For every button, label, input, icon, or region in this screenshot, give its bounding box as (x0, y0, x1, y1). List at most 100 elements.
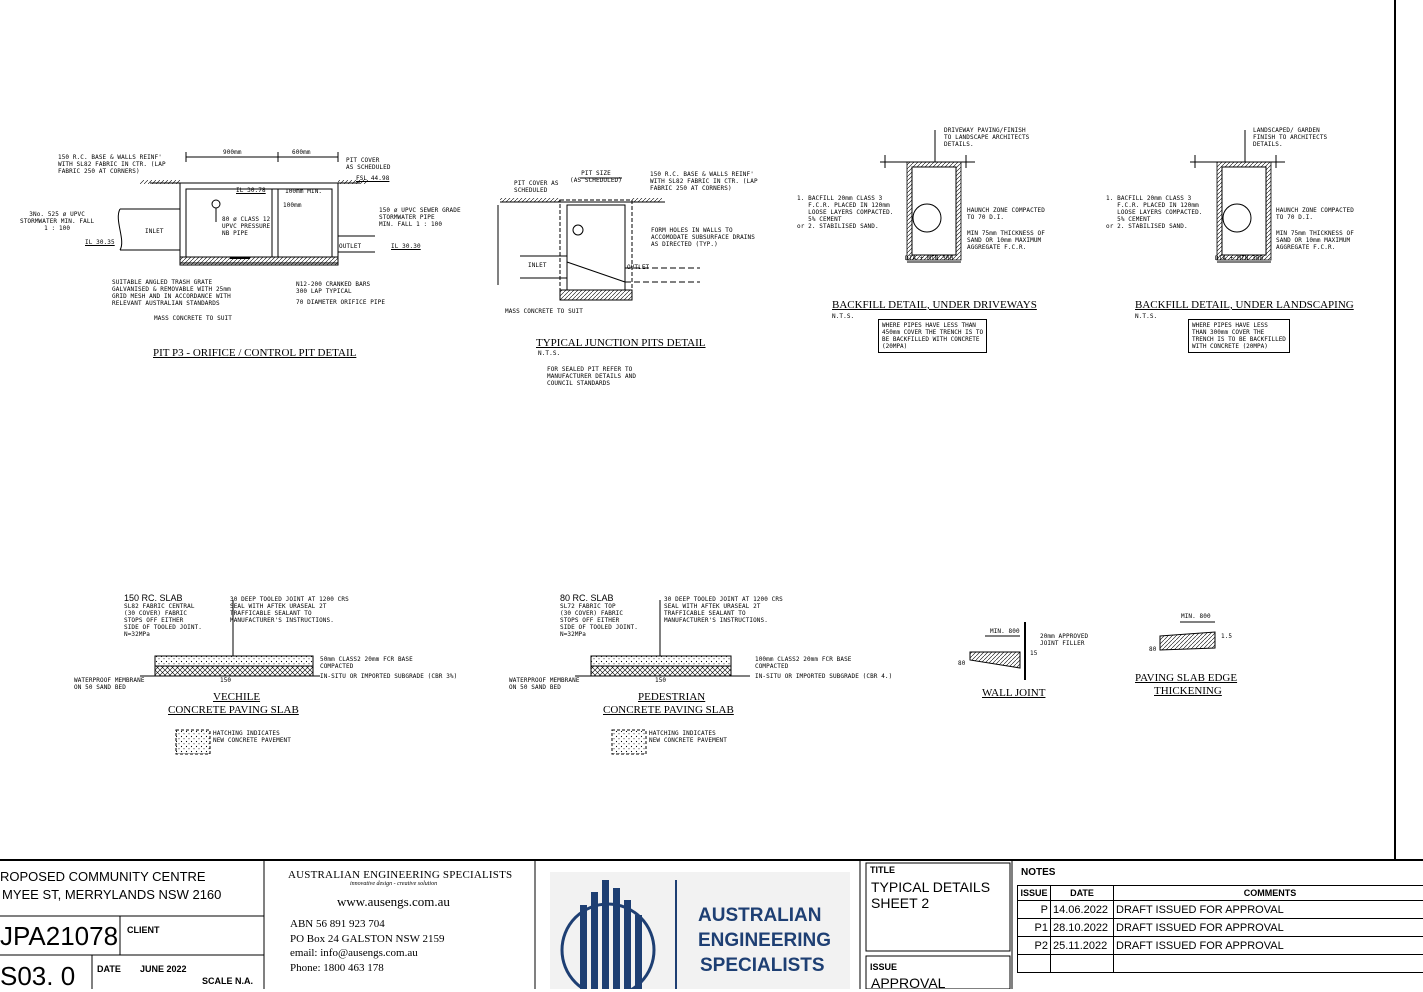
vechile-title-1: VECHILE (213, 691, 260, 703)
date-label: DATE (97, 964, 121, 974)
pit-il-3: IL 30.30 (391, 243, 421, 250)
company-tagline: innovative design - creative solution (350, 881, 437, 887)
junction-nts: N.T.S. (538, 350, 560, 357)
company-po-box: PO Box 24 GALSTON NSW 2159 (290, 933, 445, 945)
table-row: P1 28.10.2022 DRAFT ISSUED FOR APPROVAL (1018, 919, 1423, 937)
pit-class12-note: 80 ø CLASS 12 UPVC PRESSURE NB PIPE (222, 216, 270, 237)
backfill-landscaping-drawing (1190, 130, 1285, 262)
drive-box-note: WHERE PIPES HAVE LESS THAN 450mm COVER T… (878, 319, 987, 353)
land-top-note: LANDSCAPED/ GARDEN FINISH TO ARCHITECTS … (1253, 127, 1327, 148)
edge-min: MIN. 800 (1181, 613, 1211, 620)
drive-min75-note: MIN 75mm THICKNESS OF SAND OR 10mm MAXIM… (967, 230, 1045, 251)
title-label: TITLE (870, 865, 895, 875)
wall-joint-filler: 20mm APPROVED JOINT FILLER (1040, 633, 1088, 647)
company-name: AUSTRALIAN ENGINEERING SPECIALISTS (288, 869, 512, 881)
company-phone: Phone: 1800 463 178 (290, 962, 384, 974)
pit-il-1: IL 30.78 (236, 187, 266, 194)
land-haunch-note: HAUNCH ZONE COMPACTED TO 70 D.I. (1276, 207, 1354, 221)
pedestrian-dim: 150 (655, 677, 666, 684)
pedestrian-title-2: CONCRETE PAVING SLAB (603, 704, 734, 716)
hatch-legend-vechile (176, 730, 210, 754)
pedestrian-slab-label: 80 RC. SLAB (560, 593, 614, 603)
pedestrian-title-1: PEDESTRIAN (638, 691, 705, 703)
vechile-slab-label: 150 RC. SLAB (124, 593, 183, 603)
drawing-title-2: SHEET 2 (871, 895, 929, 911)
date-value: JUNE 2022 (140, 964, 187, 974)
sheet-number: S03. 0 (0, 961, 75, 992)
edge-title-2: THICKENING (1154, 685, 1222, 697)
revision-comment: DRAFT ISSUED FOR APPROVAL (1114, 919, 1423, 937)
land-dia: DIA + MIN 300 (1215, 255, 1263, 262)
pit-mass-note: MASS CONCRETE TO SUIT (154, 315, 232, 322)
pit-sewer-note: 150 ø UPVC SEWER GRADE STORMWATER PIPE M… (379, 207, 461, 228)
junction-outlet: OUTLET (627, 264, 649, 271)
junction-title: TYPICAL JUNCTION PITS DETAIL (536, 337, 706, 349)
land-title: BACKFILL DETAIL, UNDER LANDSCAPING (1135, 299, 1354, 311)
logo-word-1: AUSTRALIAN (698, 905, 822, 927)
pit-base-note: 150 R.C. BASE & WALLS REINF' WITH SL82 F… (58, 154, 166, 175)
junction-cover-note: PIT COVER AS SCHEDULED (514, 180, 559, 194)
pedestrian-base-note: 100mm CLASS2 20mm FCR BASE COMPACTED (755, 656, 852, 670)
drive-top-note: DRIVEWAY PAVING/FINISH TO LANDSCAPE ARCH… (944, 127, 1029, 148)
table-row-empty (1018, 955, 1423, 973)
land-nts: N.T.S. (1135, 313, 1157, 320)
company-abn: ABN 56 891 923 704 (290, 918, 385, 930)
drive-nts: N.T.S. (832, 313, 854, 320)
land-min75-note: MIN 75mm THICKNESS OF SAND OR 10mm MAXIM… (1276, 230, 1354, 251)
project-line-1: ROPOSED COMMUNITY CENTRE (0, 869, 206, 884)
vechile-joint-note: 30 DEEP TOOLED JOINT AT 1200 CRS SEAL WI… (230, 596, 349, 624)
land-left-note: 1. BACFILL 20mm CLASS 3 F.C.R. PLACED IN… (1106, 195, 1203, 230)
revision-issue: P (1018, 901, 1051, 919)
pedestrian-fabric-note: SL72 FABRIC TOP (30 COVER) FABRIC STOPS … (560, 603, 638, 638)
company-email[interactable]: email: info@ausengs.com.au (290, 947, 418, 959)
pit-fsl: FSL 44.98 (356, 175, 389, 182)
wall-joint-title: WALL JOINT (982, 687, 1045, 699)
pit-upvc-note: 3No. 525 ø UPVC STORMWATER MIN. FALL 1 :… (20, 211, 94, 232)
logo-word-3: SPECIALISTS (700, 955, 825, 977)
pit-trash-note: SUITABLE ANGLED TRASH GRATE GALVANISED &… (112, 279, 231, 307)
drive-dia: DIA + MIN 300 (905, 255, 953, 262)
pit-100: 100mm (283, 202, 302, 209)
drive-haunch-note: HAUNCH ZONE COMPACTED TO 70 D.I. (967, 207, 1045, 221)
pit-p3-title: PIT P3 - ORIFICE / CONTROL PIT DETAIL (153, 347, 356, 359)
client-label: CLIENT (127, 925, 160, 935)
vechile-fabric-note: SL82 FABRIC CENTRAL (30 COVER) FABRIC ST… (124, 603, 202, 638)
edge-d1: 80 (1149, 646, 1156, 653)
revision-date: 25.11.2022 (1051, 937, 1114, 955)
revision-table: ISSUE DATE COMMENTS P 14.06.2022 DRAFT I… (1017, 885, 1423, 973)
junction-inlet: INLET (528, 262, 547, 269)
pedestrian-subgrade-note: IN-SITU OR IMPORTED SUBGRADE (CBR 4.) (755, 673, 892, 680)
pit-n12-note: N12-200 CRANKED BARS 300 LAP TYPICAL (296, 281, 370, 295)
header-comments: COMMENTS (1114, 886, 1423, 901)
revision-issue: P1 (1018, 919, 1051, 937)
revision-comment: DRAFT ISSUED FOR APPROVAL (1114, 937, 1423, 955)
drive-title: BACKFILL DETAIL, UNDER DRIVEWAYS (832, 299, 1037, 311)
job-number: JPA21078 (0, 921, 118, 952)
pit-inlet: INLET (145, 228, 164, 235)
logo-word-2: ENGINEERING (698, 930, 831, 952)
pit-outlet: OUTLET (339, 243, 361, 250)
scale-label: SCALE N.A. (202, 976, 253, 986)
pedestrian-joint-note: 30 DEEP TOOLED JOINT AT 1200 CRS SEAL WI… (664, 596, 783, 624)
project-line-2: MYEE ST, MERRYLANDS NSW 2160 (2, 887, 221, 902)
pit-orifice-note: 70 DIAMETER ORIFICE PIPE (296, 299, 385, 306)
junction-note: FOR SEALED PIT REFER TO MANUFACTURER DET… (547, 366, 636, 387)
backfill-driveways-drawing (880, 130, 975, 262)
pedestrian-membrane-note: WATERPROOF MEMBRANE ON 50 SAND BED (509, 677, 580, 691)
revision-issue: P2 (1018, 937, 1051, 955)
pedestrian-hatch-note: HATCHING INDICATES NEW CONCRETE PAVEMENT (649, 730, 727, 744)
land-box-note: WHERE PIPES HAVE LESS THAN 300mm COVER T… (1188, 319, 1290, 353)
revision-date: 14.06.2022 (1051, 901, 1114, 919)
drive-left-note: 1. BACFILL 20mm CLASS 3 F.C.R. PLACED IN… (797, 195, 894, 230)
company-website[interactable]: www.ausengs.com.au (337, 894, 450, 910)
vechile-membrane-note: WATERPROOF MEMBRANE ON 50 SAND BED (74, 677, 145, 691)
revision-comment: DRAFT ISSUED FOR APPROVAL (1114, 901, 1423, 919)
drawing-title-1: TYPICAL DETAILS (871, 879, 990, 895)
table-row: P 14.06.2022 DRAFT ISSUED FOR APPROVAL (1018, 901, 1423, 919)
pit-il-2: IL 30.35 (85, 239, 115, 246)
vechile-hatch-note: HATCHING INDICATES NEW CONCRETE PAVEMENT (213, 730, 291, 744)
edge-d2: 1.5 (1221, 633, 1232, 640)
pit-dim-600: 600mm (292, 149, 311, 156)
vechile-subgrade-note: IN-SITU OR IMPORTED SUBGRADE (CBR 3%) (320, 673, 457, 680)
